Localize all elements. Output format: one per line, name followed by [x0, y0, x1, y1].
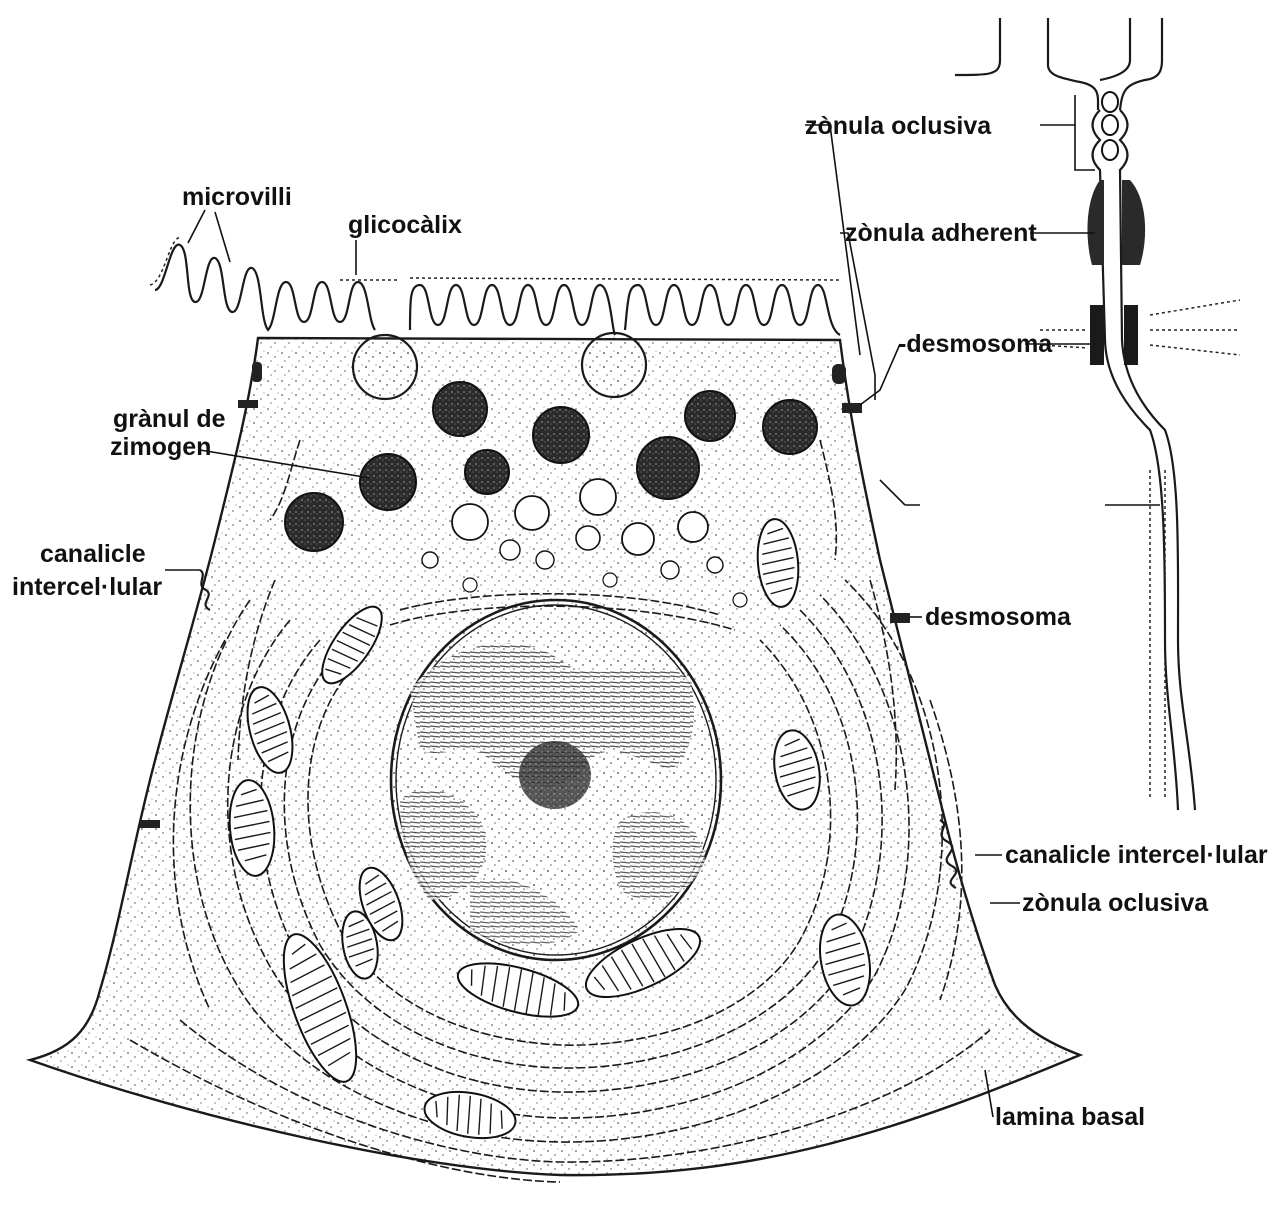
- label-glicocalix: glicocàlix: [348, 211, 462, 239]
- label-canalicle-left-line2: intercel·lular: [12, 573, 162, 601]
- nucleolus: [519, 741, 591, 809]
- label-zonula-adherent: zònula adherent: [845, 219, 1037, 247]
- junction-inset: [955, 18, 1240, 810]
- label-granul-line1: grànul de: [113, 405, 226, 433]
- label-canalicle-right: canalicle intercel·lular: [1005, 841, 1268, 869]
- label-granul-line2: zimogen: [110, 433, 211, 461]
- label-desmosoma-mid: desmosoma: [925, 603, 1072, 631]
- nucleus: [391, 600, 721, 960]
- label-zonula-oclusiva-bottom: zònula oclusiva: [1022, 889, 1209, 917]
- label-microvilli: microvilli: [182, 183, 292, 211]
- label-lamina-basal: lamina basal: [995, 1103, 1145, 1131]
- label-desmosoma-top: -desmosoma: [898, 330, 1053, 358]
- label-canalicle-left-line1: canalicle: [40, 540, 146, 568]
- microvilli-border: [150, 238, 840, 335]
- label-zonula-oclusiva-top: zònula oclusiva: [805, 112, 992, 140]
